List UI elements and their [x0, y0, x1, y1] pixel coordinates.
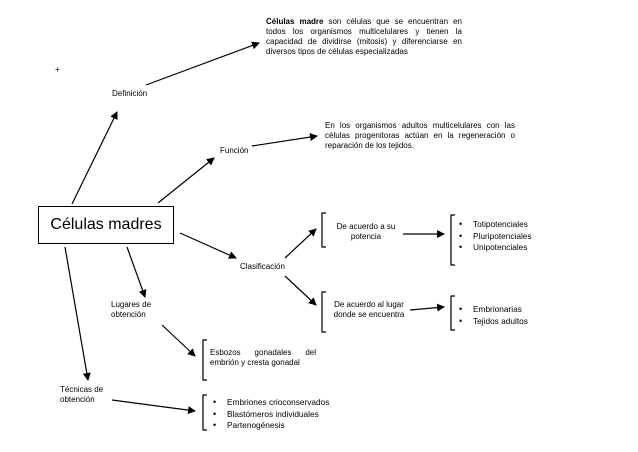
tecnicas-list: Embriones crioconservados Blastómeros in…	[211, 397, 329, 432]
list-item: Tejidos adultos	[457, 316, 528, 328]
center-node-label: Células madres	[50, 216, 162, 233]
definicion-body: son células que se encuentran en todos l…	[266, 17, 462, 56]
lugares-label: Lugares de obtención	[111, 300, 152, 319]
bracket-potencia	[321, 212, 326, 248]
funcion-label: Función	[220, 146, 249, 155]
tecnicas-label: Técnicas de obtención	[60, 385, 104, 404]
center-node-celulas-madres: Células madres	[38, 206, 174, 244]
arrow-to-clasificacion	[179, 232, 237, 259]
definicion-text: Células madre son células que se encuent…	[266, 17, 462, 57]
list-item: Totipotenciales	[457, 219, 532, 231]
arrow-lugares-text	[161, 324, 196, 357]
bracket-lugar	[321, 291, 326, 333]
arrow-to-lugares	[126, 246, 147, 298]
lugar-list: Embrionarias Tejidos adultos	[457, 304, 528, 327]
list-item: Blastómeros individuales	[211, 409, 329, 421]
bracket-tecnicas-items	[202, 394, 207, 431]
list-item: Embriones crioconservados	[211, 397, 329, 409]
bracket-potencia-items	[450, 214, 455, 266]
clasificacion-label: Clasificación	[240, 262, 285, 271]
plus-mark: +	[55, 64, 61, 74]
definicion-label: Definición	[112, 89, 148, 98]
arrow-clasif-lugar	[284, 275, 317, 306]
list-item: Unipotenciales	[457, 242, 532, 254]
bracket-lugares-text	[202, 339, 207, 381]
arrow-lugar-items	[409, 303, 445, 312]
arrow-definicion-text	[145, 41, 260, 86]
arrow-to-funcion	[157, 157, 215, 204]
potencia-list: Totipotenciales Pluripotenciales Unipote…	[457, 219, 532, 254]
arrow-clasif-potencia	[284, 228, 317, 259]
list-item: Partenogénesis	[211, 420, 329, 432]
arrow-to-definicion	[71, 111, 118, 205]
arrow-to-tecnicas	[64, 246, 91, 381]
lugares-text: Esbozos gonadales del embrión y cresta g…	[210, 348, 316, 367]
bracket-lugar-items	[450, 295, 455, 331]
clasif-potencia-label: De acuerdo a su potencia	[336, 222, 396, 241]
definicion-term: Células madre	[266, 17, 324, 26]
arrow-funcion-text	[251, 133, 318, 147]
list-item: Embrionarias	[457, 304, 528, 316]
funcion-text: En los organismos adultos multicelulares…	[325, 121, 515, 150]
clasif-lugar-label: De acuerdo al lugar donde se encuentra	[333, 300, 405, 319]
arrow-tecnicas-items	[111, 399, 196, 415]
list-item: Pluripotenciales	[457, 231, 532, 243]
